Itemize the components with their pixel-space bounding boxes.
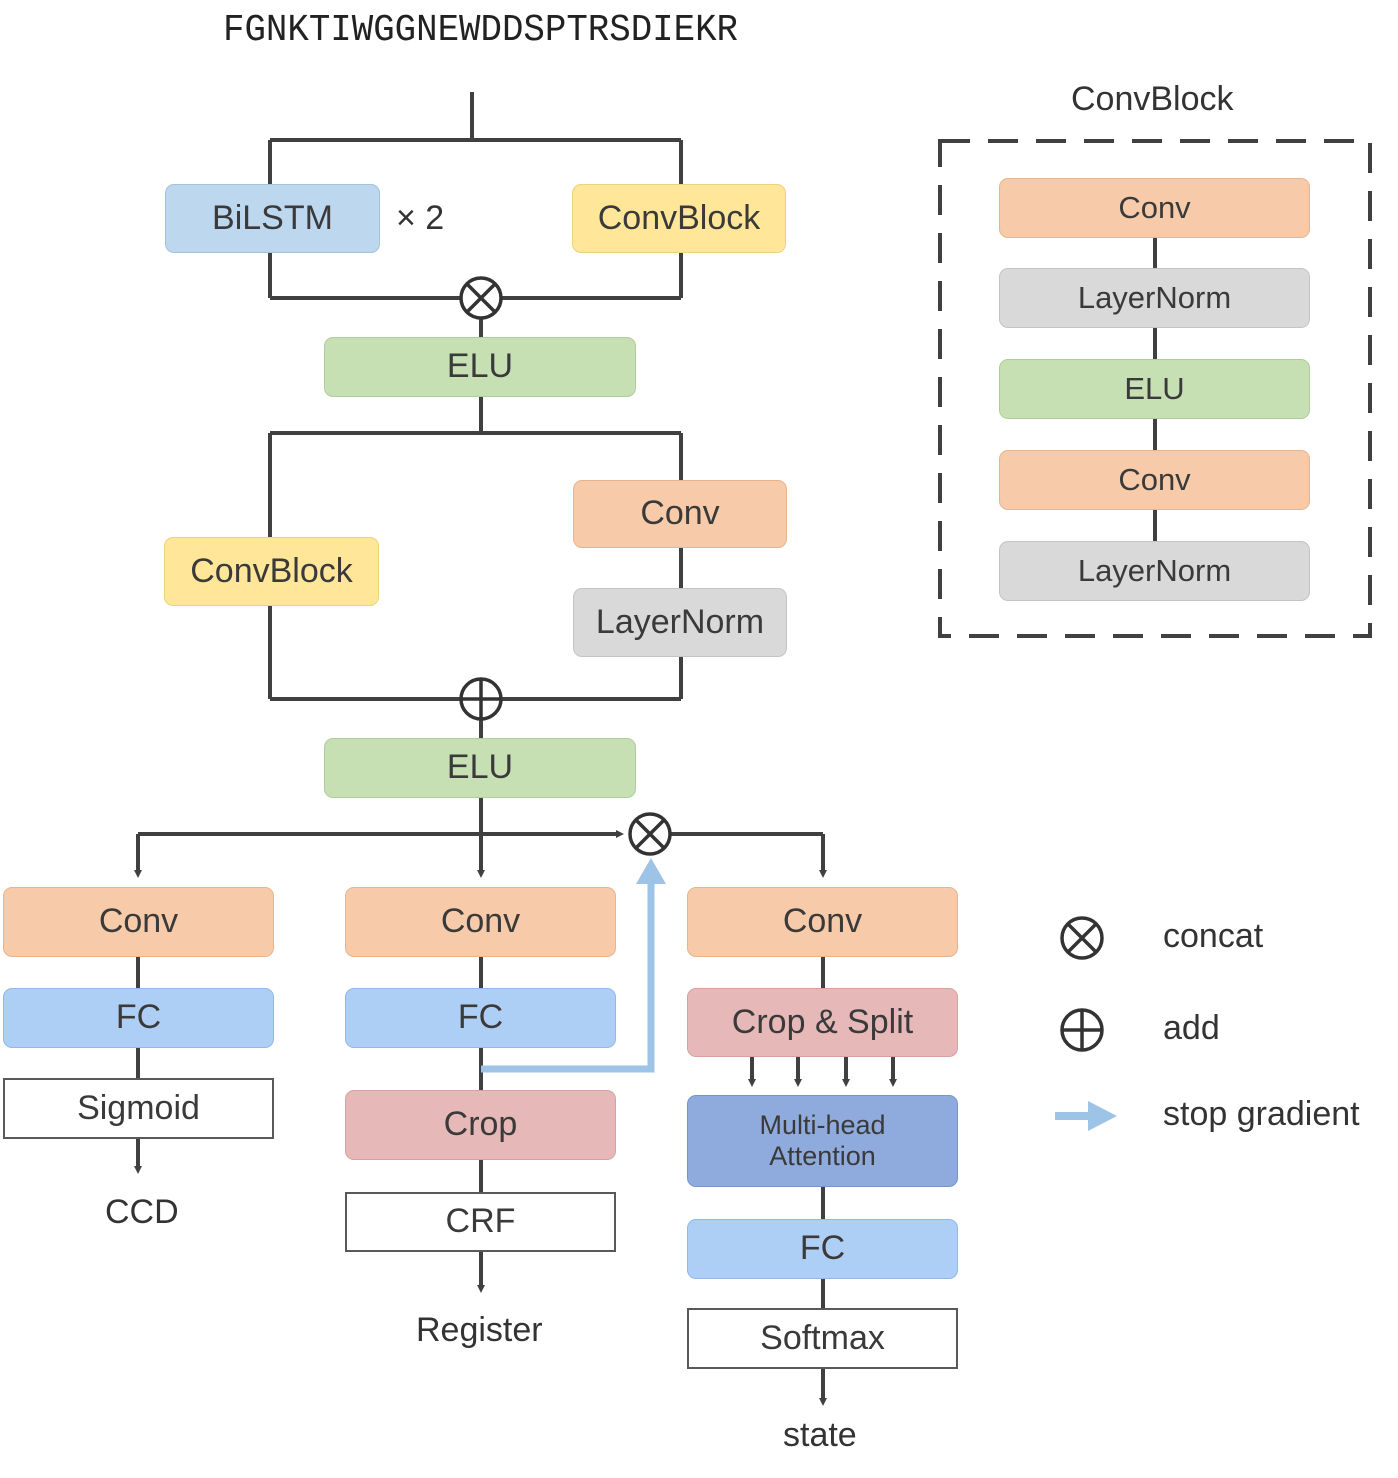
elu-top: ELU [324, 337, 636, 397]
sequence-title: FGNKTIWGGNEWDDSPTRSDIEKR [223, 9, 738, 52]
concat-icon-heads [628, 812, 672, 856]
crop-split-block: Crop & Split [687, 988, 958, 1057]
layernorm-residual: LayerNorm [573, 588, 787, 657]
fc-center-head: FC [345, 988, 616, 1048]
legend-stop-gradient-icon [1055, 1101, 1117, 1131]
register-output-label: Register [416, 1311, 543, 1349]
stop-gradient-arrow [481, 858, 666, 1073]
convblock-def-title: ConvBlock [1071, 80, 1234, 118]
state-output-label: state [783, 1416, 857, 1454]
add-icon-middle [459, 677, 503, 721]
sequence-text: FGNKTIWGGNEWDDSPTRSDIEKR [223, 9, 738, 52]
sigmoid-block: Sigmoid [3, 1078, 274, 1139]
attention-label-line1: Multi-head [759, 1109, 886, 1140]
elu-middle: ELU [324, 738, 636, 798]
attention-label-line2: Attention [769, 1141, 876, 1171]
conv-right-head: Conv [687, 887, 958, 957]
concat-icon-top [459, 276, 503, 320]
bilstm-block: BiLSTM [165, 184, 380, 253]
convblock-def-layernorm-2: LayerNorm [999, 541, 1310, 601]
fc-right-head: FC [687, 1219, 958, 1279]
convblock-def-elu: ELU [999, 359, 1310, 419]
convblock-def-conv-1: Conv [999, 178, 1310, 238]
softmax-block: Softmax [687, 1308, 958, 1369]
multi-head-attention-block: Multi-head Attention [687, 1095, 958, 1187]
bilstm-repeat-label: × 2 [396, 199, 445, 237]
crop-block: Crop [345, 1090, 616, 1160]
legend-stop-gradient-label: stop gradient [1163, 1095, 1360, 1133]
convblock-frame [938, 139, 1372, 638]
conv-residual: Conv [573, 480, 787, 548]
convblock-def-conv-2: Conv [999, 450, 1310, 510]
crf-block: CRF [345, 1192, 616, 1252]
convblock-top: ConvBlock [572, 184, 786, 253]
legend-concat-icon [1060, 916, 1104, 960]
ccd-output-label: CCD [105, 1193, 179, 1231]
fc-left-head: FC [3, 988, 274, 1048]
conv-left-head: Conv [3, 887, 274, 957]
conv-center-head: Conv [345, 887, 616, 957]
legend-add-label: add [1163, 1009, 1220, 1047]
legend-add-icon [1060, 1008, 1104, 1052]
convblock-middle: ConvBlock [164, 537, 379, 606]
legend-concat-label: concat [1163, 917, 1264, 955]
convblock-def-layernorm-1: LayerNorm [999, 268, 1310, 328]
